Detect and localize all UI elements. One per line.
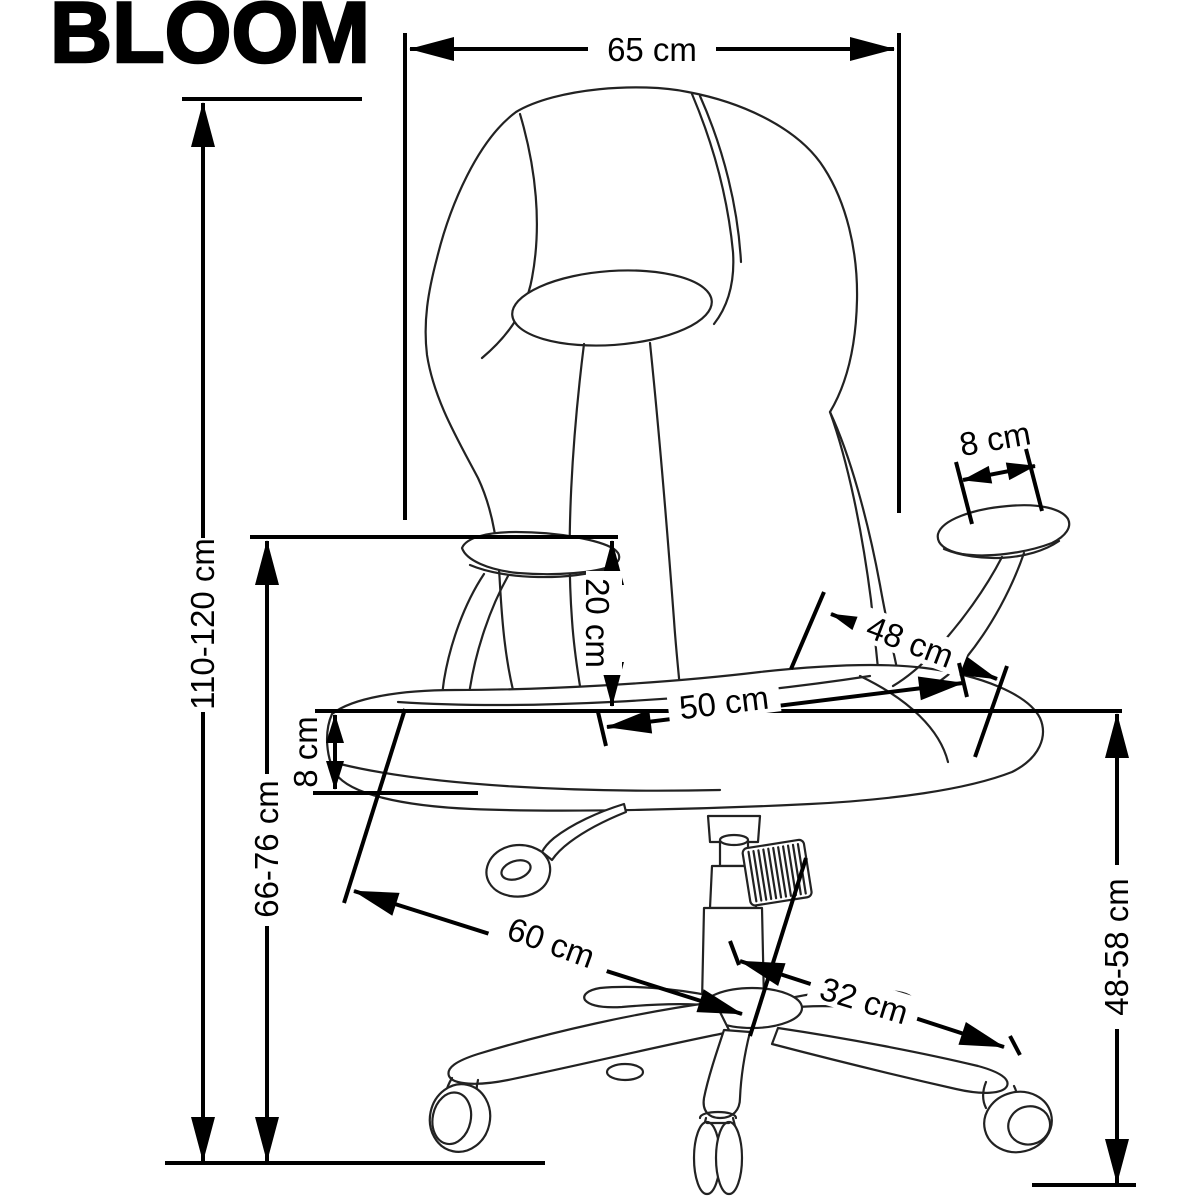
dim-top-width: 65 cm (403, 31, 901, 520)
dim-label-total-height: 110-120 cm (184, 538, 221, 710)
backrest-right-seam (690, 92, 735, 326)
dim-backrest-height: 66-76 cm (248, 535, 618, 1162)
product-name: BLOOM (49, 0, 372, 82)
backrest-left-seam (480, 112, 538, 360)
chair-drawing (325, 86, 1071, 1196)
dim-label-armrest-pad-width: 8 cm (957, 414, 1034, 463)
cylinder-mount (706, 814, 762, 844)
dim-label-top-width: 65 cm (607, 31, 697, 68)
dim-label-seat-thickness: 8 cm (287, 716, 324, 788)
cylinder-top-cap (718, 833, 750, 847)
tilt-lever-paddle (485, 844, 552, 898)
dim-label-base-arm-length: 32 cm (816, 970, 913, 1032)
tilt-lever-arm (540, 802, 628, 862)
base-foot-bump (605, 1062, 645, 1082)
headrest-cushion (511, 269, 713, 347)
backrest-outline (424, 86, 903, 708)
right-armrest-pad-underside (942, 539, 1061, 560)
lumbar-seam-right (648, 341, 683, 702)
dim-seat-thickness: 8 cm (287, 714, 478, 795)
dim-label-base-diameter: 60 cm (503, 910, 600, 976)
dim-label-seat-height-range: 48-58 cm (1098, 878, 1135, 1016)
base-arm-left (447, 1000, 732, 1085)
caster-front (692, 1110, 744, 1196)
lever-paddle-hole (500, 859, 532, 881)
caster-right (981, 1080, 1053, 1154)
dim-seat-height-range: 48-58 cm (1098, 713, 1138, 1184)
base-arm-front (702, 1028, 752, 1120)
dim-label-armrest-above-seat: 20 cm (579, 578, 616, 668)
dim-label-backrest-height: 66-76 cm (248, 780, 285, 918)
backrest-right-seam2 (698, 94, 743, 264)
seat-front-seam (338, 762, 722, 792)
dim-total-height: 110-120 cm (182, 97, 362, 1162)
caster-left (428, 1076, 492, 1153)
right-armrest-pad (936, 504, 1071, 557)
